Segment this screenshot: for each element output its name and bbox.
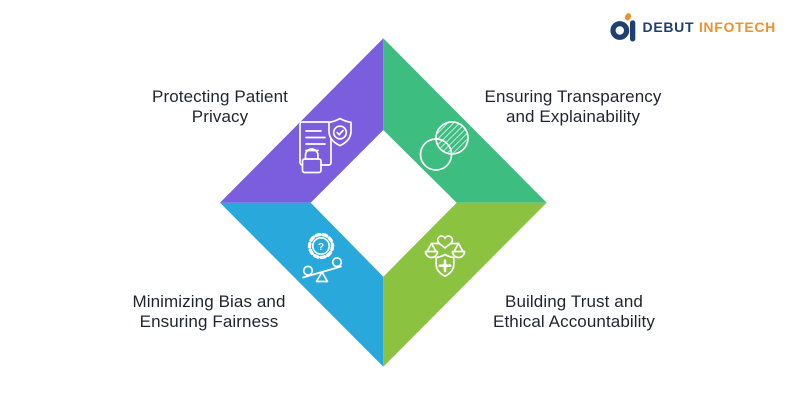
- label-line: Ensuring Transparency: [484, 87, 662, 106]
- label-line: Ensuring Fairness: [139, 312, 279, 331]
- trust-heart-scales-shield-icon: [424, 235, 466, 278]
- segment-protecting-patient-privacy: [220, 38, 384, 203]
- logo-orange-dot: [624, 13, 631, 21]
- logo-brand-secondary: INFOTECH: [698, 19, 776, 35]
- logo-d-stem: [629, 20, 635, 42]
- label-line: Protecting Patient: [152, 87, 288, 106]
- debut-infotech-logo: DEBUT INFOTECH: [609, 12, 776, 42]
- fairness-gear-question-balance-icon: ?: [302, 232, 343, 283]
- logo-d-bowl: [609, 21, 629, 40]
- question-mark-glyph: ?: [318, 241, 324, 253]
- label-line: Privacy: [191, 107, 249, 126]
- privacy-document-shield-lock-icon: [299, 117, 352, 174]
- label-ensuring-transparency: Ensuring Transparency and Explainability: [443, 87, 703, 127]
- segment-building-trust: [383, 202, 547, 367]
- label-building-trust: Building Trust and Ethical Accountabilit…: [444, 292, 704, 332]
- debut-infotech-logo-icon: [609, 13, 635, 42]
- label-line: Minimizing Bias and: [132, 292, 286, 311]
- label-line: Ethical Accountability: [493, 312, 655, 331]
- label-protecting-patient-privacy: Protecting Patient Privacy: [60, 87, 380, 127]
- label-minimizing-bias: Minimizing Bias and Ensuring Fairness: [49, 292, 369, 332]
- label-line: Building Trust and: [505, 292, 643, 311]
- logo-wordmark: DEBUT INFOTECH: [643, 19, 776, 35]
- label-line: and Explainability: [505, 107, 641, 126]
- transparency-overlapping-circles-icon: [419, 121, 469, 171]
- segment-ensuring-transparency: [383, 38, 547, 203]
- segment-minimizing-bias: [220, 202, 384, 367]
- logo-brand-primary: DEBUT: [642, 19, 695, 35]
